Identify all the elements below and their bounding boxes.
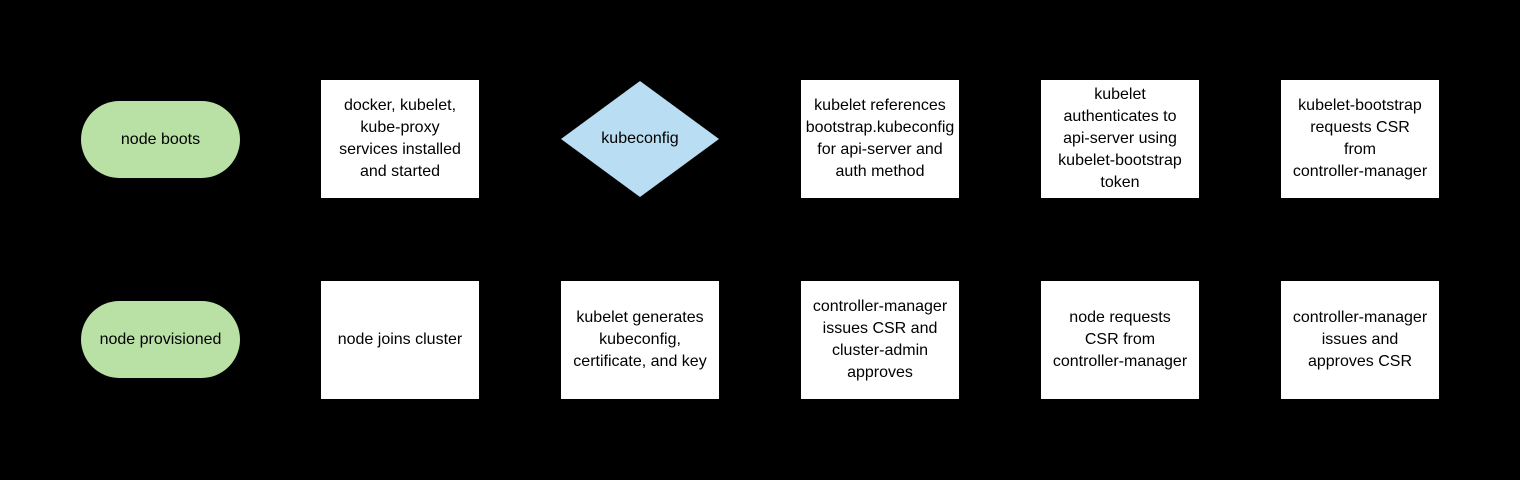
decision-kubeconfig: kubeconfig (561, 81, 719, 197)
node-label-line: approves CSR (1307, 353, 1413, 370)
node-label-line: kubeconfig, (599, 331, 681, 348)
node-label-line: node requests (1069, 309, 1171, 326)
node-label-line: requests CSR (1310, 119, 1410, 136)
node-label-line: services installed (339, 141, 461, 158)
node-label-line: controller-manager (1052, 353, 1188, 370)
node-label-line: CSR from (1084, 331, 1156, 348)
node-label-line: cluster-admin (831, 342, 929, 359)
node-label-line: kubelet-bootstrap (1058, 152, 1182, 169)
node-label-line: kubelet-bootstrap (1298, 97, 1422, 114)
process-cm-issues-and-approves-csr: controller-manager issues and approves CSR (1281, 281, 1439, 399)
node-label-line: kubeconfig (601, 130, 679, 147)
node-label-line: node provisioned (99, 330, 222, 348)
node-label-line: issues CSR and (822, 320, 938, 337)
terminal-node-provisioned: node provisioned (81, 301, 240, 378)
node-label-line: controller-manager (812, 298, 948, 315)
node-label-line: bootstrap.kubeconfig (805, 119, 955, 136)
node-label-line: authenticates to (1063, 108, 1177, 125)
node-label-line: token (1100, 174, 1140, 191)
node-label-line: and started (359, 163, 441, 180)
process-kubelet-bootstrap-requests-csr: kubelet-bootstrap requests CSR from control… (1281, 80, 1439, 198)
process-kubelet-references-bootstrap-kubeconfig: kubelet references bootstrap.kubeconfig fo… (801, 80, 959, 198)
node-label-line: certificate, and key (573, 353, 707, 370)
node-label-line: controller-manager (1292, 309, 1428, 326)
node-label-line: for api-server and (817, 141, 943, 158)
process-services-installed: docker, kubelet, kube-proxy services insta… (321, 80, 479, 198)
process-node-joins-cluster: node joins cluster (321, 281, 479, 399)
node-label-line: kubelet generates (576, 309, 704, 326)
node-label-line: kubelet (1094, 86, 1146, 103)
node-label-line: kube-proxy (360, 119, 440, 136)
terminal-node-boots: node boots (81, 101, 240, 178)
process-kubelet-authenticates: kubelet authenticates to api-server using k… (1041, 80, 1199, 198)
node-label-line: controller-manager (1292, 163, 1428, 180)
node-label-line: node joins cluster (337, 331, 463, 348)
node-label-line: auth method (835, 163, 925, 180)
node-label-line: kubelet references (814, 97, 946, 114)
node-label-line: node boots (120, 130, 201, 148)
node-label-line: api-server using (1063, 130, 1177, 147)
node-label-line: approves (847, 364, 913, 381)
process-cm-issues-csr-cluster-admin-approves: controller-manager issues CSR and cluster-… (801, 281, 959, 399)
process-kubelet-generates-kubeconfig: kubelet generates kubeconfig, certificate,… (561, 281, 719, 399)
node-label-line: issues and (1321, 331, 1399, 348)
node-label-line: docker, kubelet, (343, 97, 457, 114)
node-label-line: from (1344, 141, 1376, 158)
